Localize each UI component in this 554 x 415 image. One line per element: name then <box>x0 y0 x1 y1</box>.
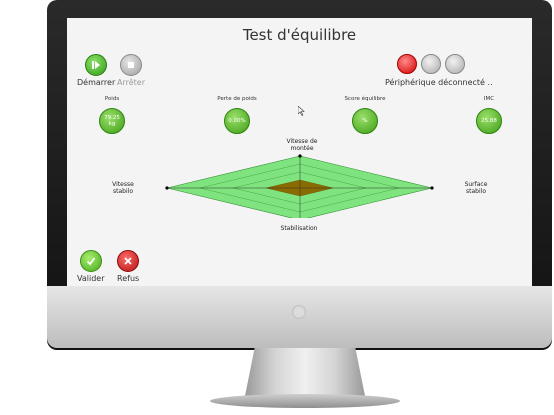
play-icon <box>85 54 108 76</box>
radar-point-left <box>165 186 169 190</box>
metric-weight: Poids 79.25 kg <box>82 96 142 134</box>
radar-axis-label-top: Vitesse de montée <box>286 138 318 152</box>
metric-bmi: IMC 25.88 <box>459 96 519 134</box>
start-button-label: Démarrer <box>77 78 116 87</box>
device-status-text: Périphérique déconnecté .. <box>385 78 493 87</box>
radar-axis-label-right: Surface stabilo <box>464 181 488 195</box>
radar-chart <box>165 154 434 218</box>
refuse-button[interactable]: Refus <box>117 250 139 283</box>
logo-icon <box>292 305 306 319</box>
metric-balance-score: Score équilibre % <box>335 96 395 134</box>
stop-icon <box>120 54 142 76</box>
radar-point-right <box>430 186 434 190</box>
monitor-stand-base <box>210 394 400 408</box>
metric-weight-loss: Perte de poids 0.00% <box>207 96 267 134</box>
metric-value: 0.00% <box>224 108 250 134</box>
metric-label: IMC <box>483 96 495 102</box>
monitor-stand-neck <box>245 348 365 396</box>
cross-icon <box>117 250 140 272</box>
validate-button[interactable]: Valider <box>77 250 105 283</box>
window-title: Test d'équilibre <box>242 26 357 44</box>
metric-label: Perte de poids <box>217 96 257 102</box>
led-red-icon <box>397 54 417 74</box>
led-gray-icon <box>445 54 465 74</box>
metric-value: 79.25 kg <box>99 108 125 134</box>
start-button[interactable]: Démarrer <box>77 54 115 87</box>
radar-axis-label-bottom: Stabilisation <box>280 225 318 232</box>
refuse-button-label: Refus <box>117 274 140 283</box>
metric-value: % <box>352 108 378 134</box>
stop-button-label: Arrêter <box>117 78 146 87</box>
validate-button-label: Valider <box>77 274 105 283</box>
app-screen: Test d'équilibre Démarrer Arrêter Périph… <box>67 18 532 286</box>
mouse-cursor-icon <box>298 106 305 116</box>
led-gray-icon <box>421 54 441 74</box>
radar-axis-label-left: Vitesse stabilo <box>112 181 134 195</box>
radar-point-top <box>298 154 302 158</box>
metric-label: Score équilibre <box>344 96 386 102</box>
metric-label: Poids <box>104 96 120 102</box>
device-status-leds <box>397 54 467 76</box>
stop-button[interactable]: Arrêter <box>117 54 145 87</box>
metric-value: 25.88 <box>476 108 502 134</box>
check-icon <box>79 250 102 272</box>
